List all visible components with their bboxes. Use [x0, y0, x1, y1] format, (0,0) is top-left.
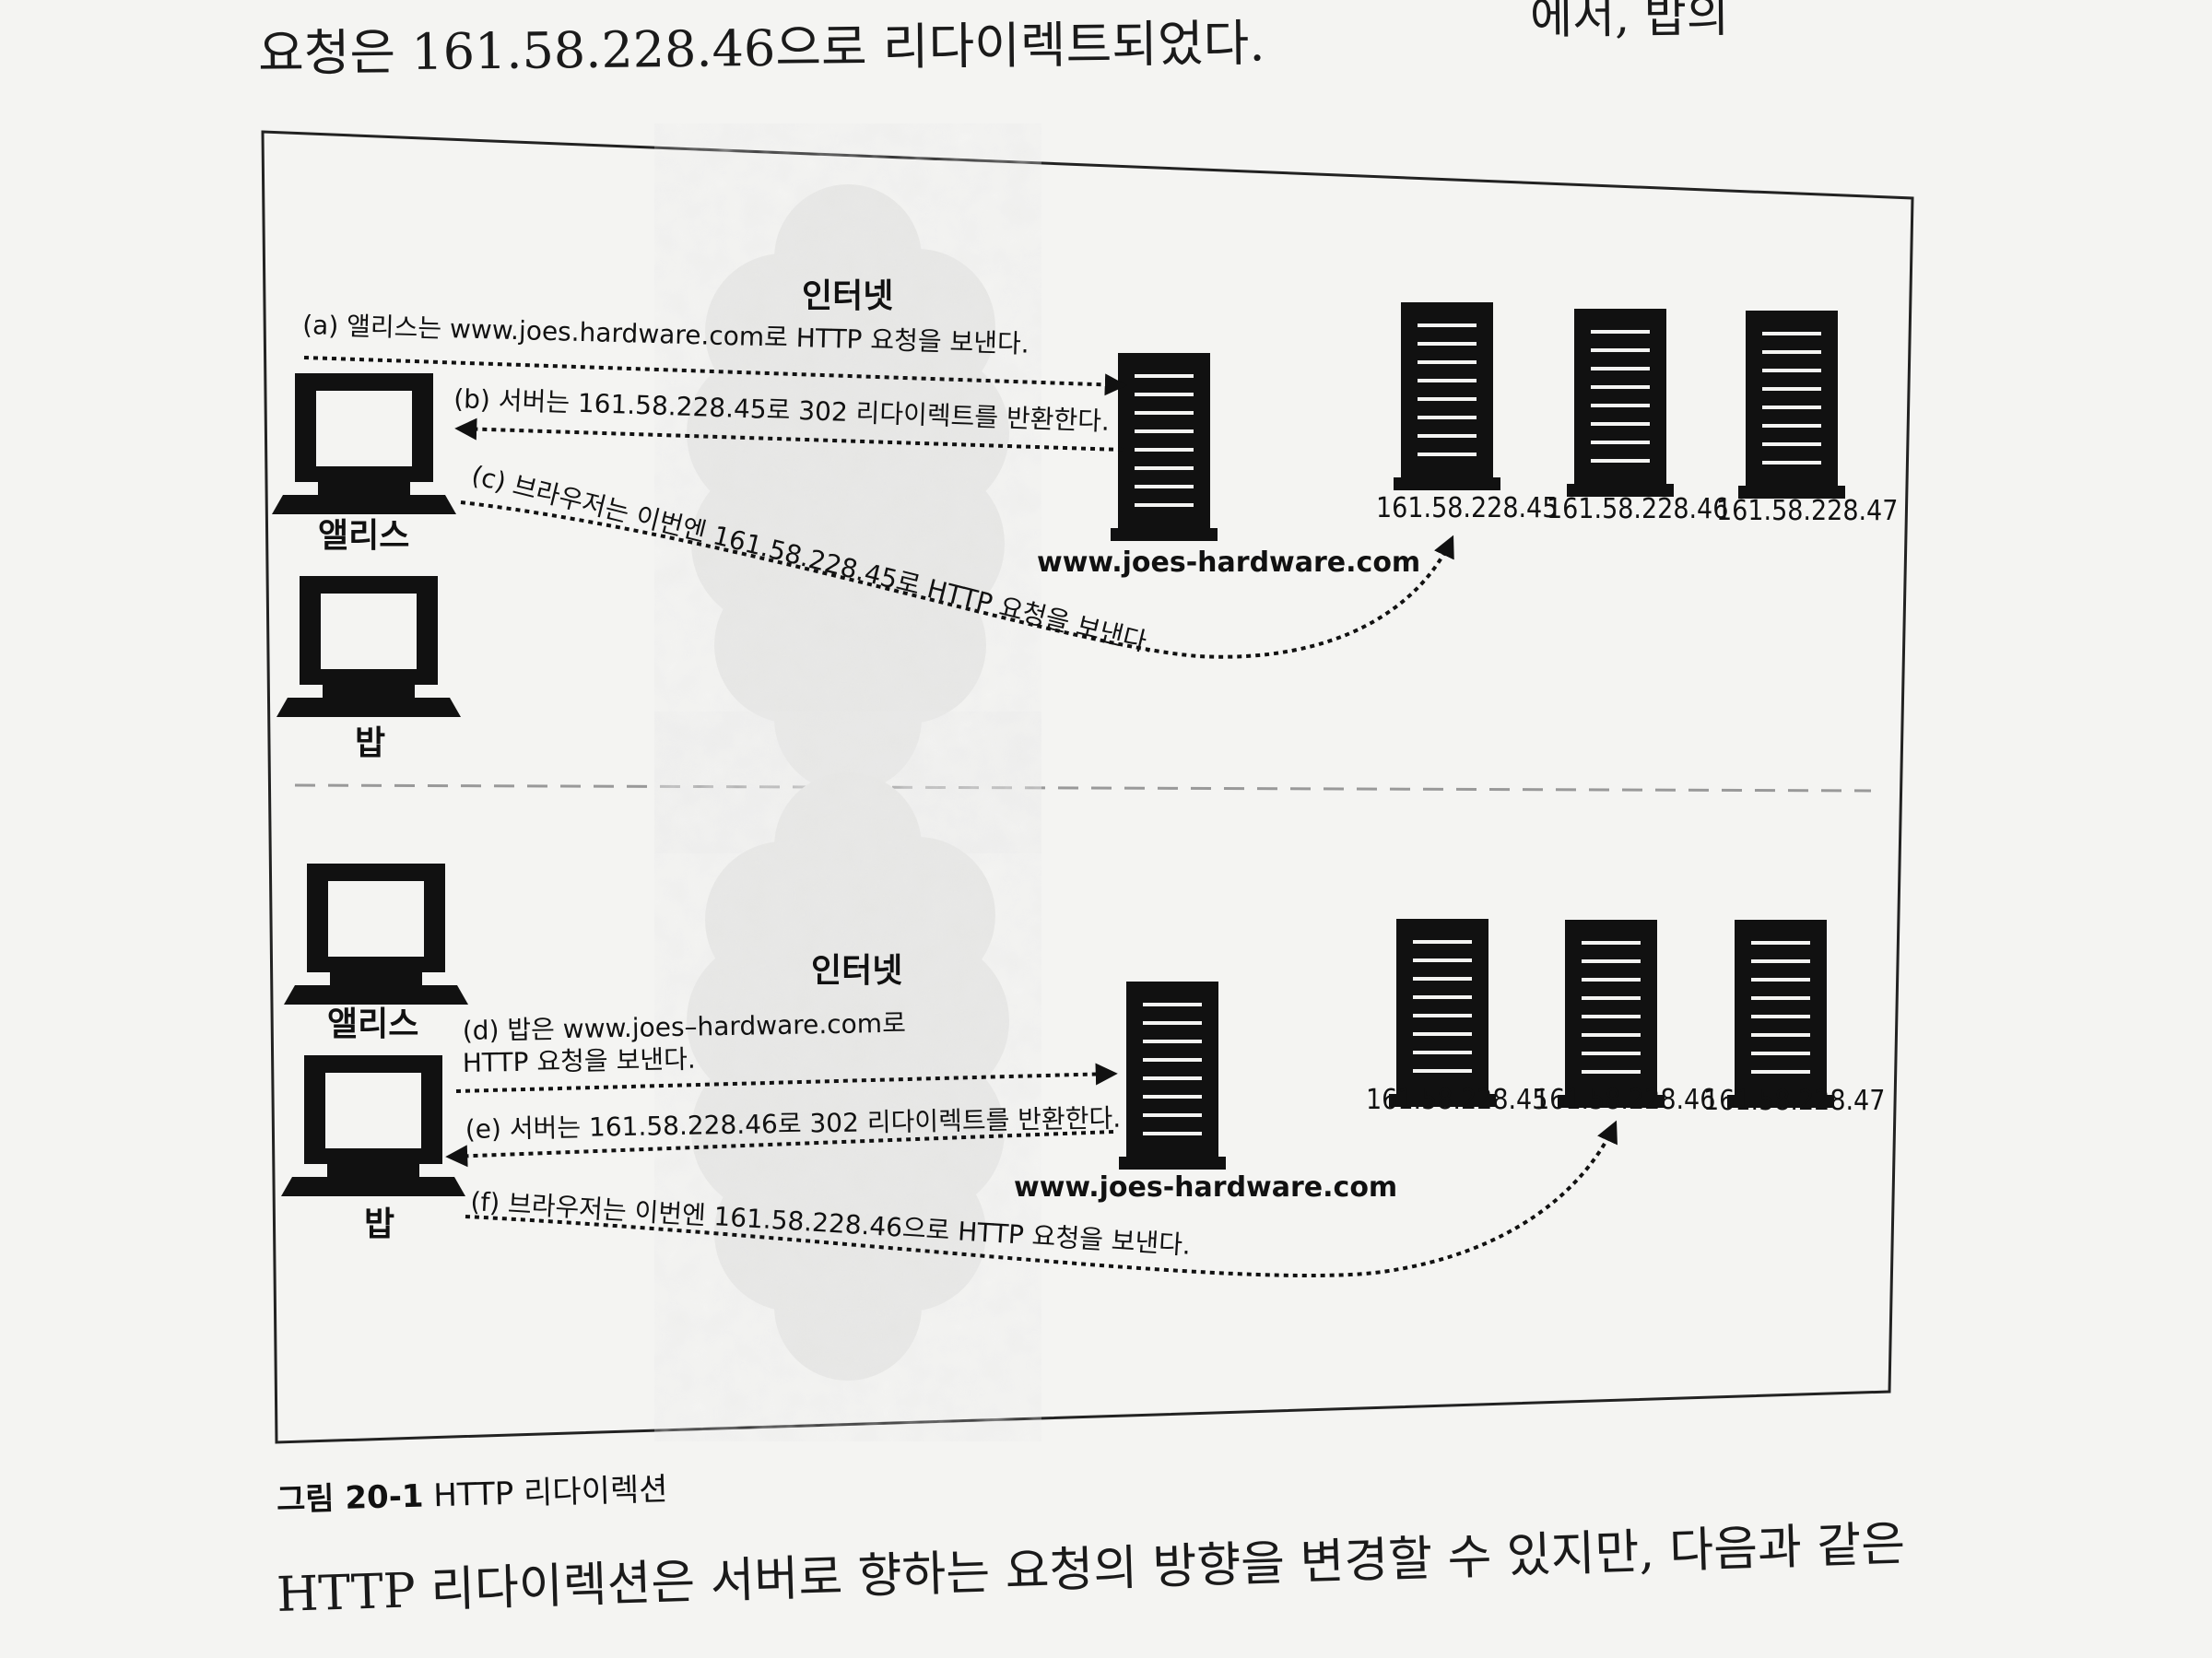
server-icon-45-top: [1392, 300, 1502, 492]
server-ip-45-bottom: 161.58.228.45: [1366, 1084, 1547, 1116]
step-e-label: (e) 서버는 161.58.228.46로 302 리다이렉트를 반환한다.: [465, 1103, 1122, 1145]
server-ip-45-top: 161.58.228.45: [1376, 492, 1558, 524]
server-icon-46-bottom: [1556, 918, 1666, 1110]
bob-computer-icon-bottom: [281, 1055, 465, 1196]
step-d-label-line2: HTTP 요청을 보낸다.: [463, 1044, 696, 1078]
cloud-top: [687, 184, 1009, 793]
figure-frame: [261, 130, 1914, 1444]
panel-divider: [294, 783, 1872, 793]
figure-title: HTTP 리다이렉션: [432, 1471, 669, 1515]
bottom-panel: 인터넷 앨리스 밥 www.joes-hardware.com 161.58.2…: [281, 772, 1885, 1381]
bob-label-bottom: 밥: [364, 1205, 394, 1243]
server-icon-47-bottom: [1725, 918, 1836, 1110]
arrow-e: [445, 1130, 1114, 1168]
server-icon-46-top: [1565, 307, 1676, 499]
arrow-a: [303, 356, 1127, 396]
cloud-bottom: [687, 772, 1009, 1381]
server-icon-45-bottom: [1387, 917, 1498, 1109]
alice-computer-icon: [272, 373, 456, 514]
alice-computer-icon-bottom: [284, 864, 468, 1005]
server-ip-46-bottom: 161.58.228.46: [1534, 1084, 1715, 1116]
arrow-c: [460, 500, 1454, 659]
arrow-d: [455, 1063, 1118, 1093]
bob-label-top: 밥: [355, 724, 385, 762]
origin-server-icon-bottom: [1117, 980, 1228, 1171]
server-ip-47-top: 161.58.228.47: [1716, 495, 1898, 527]
origin-server-icon-top: [1109, 351, 1219, 543]
cloud-label-top: 인터넷: [802, 277, 893, 315]
alice-label-top: 앨리스: [318, 517, 409, 555]
server-icon-47-top: [1736, 309, 1847, 500]
host-label-top: www.joes-hardware.com: [1037, 547, 1420, 579]
server-ip-47-bottom: 161.58.228.47: [1703, 1085, 1885, 1117]
host-label-bottom: www.joes-hardware.com: [1014, 1171, 1397, 1204]
bob-computer-icon: [276, 576, 461, 717]
alice-label-bottom: 앨리스: [327, 1005, 418, 1043]
arrow-f: [465, 1120, 1618, 1277]
top-panel: 인터넷 앨리스 밥 www.joes-hardware.com 161.58.2…: [272, 184, 1898, 793]
server-ip-46-top: 161.58.228.46: [1547, 493, 1728, 525]
arrow-b: [454, 417, 1124, 452]
figure-number: 그림 20-1: [276, 1477, 425, 1519]
cloud-label-bottom: 인터넷: [811, 952, 902, 990]
